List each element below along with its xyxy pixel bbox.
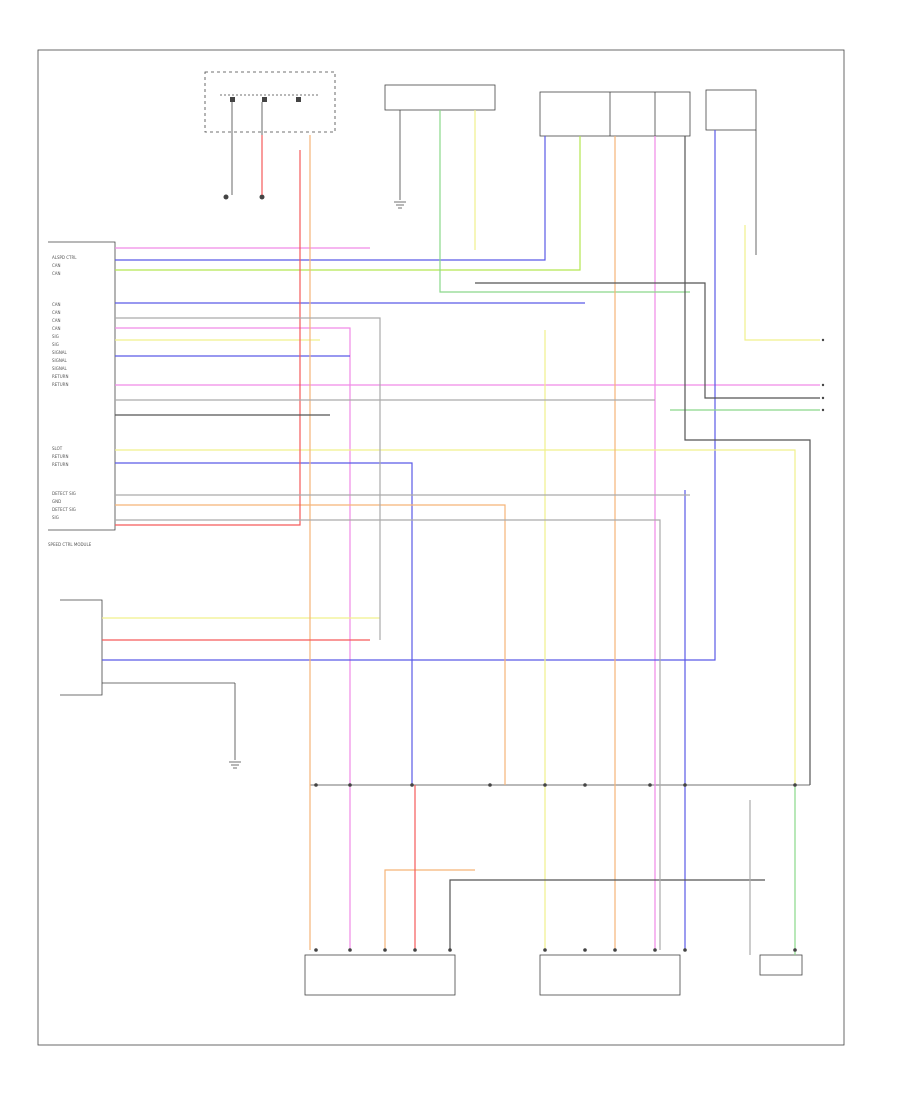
svg-text:CAN: CAN (52, 326, 61, 331)
svg-text:CAN: CAN (52, 302, 61, 307)
diagram-frame (37, 49, 845, 1046)
left-transmitter (304, 954, 456, 996)
accel-pedal-sensor (60, 599, 241, 769)
svg-text:SIGNAL: SIGNAL (52, 358, 68, 363)
svg-text:SIGNAL: SIGNAL (52, 350, 68, 355)
left-rear-actuator (539, 91, 691, 137)
module: ALSPD CTRL CAN CAN CAN CAN CAN CAN SIG S… (48, 241, 116, 547)
svg-text:SIG: SIG (52, 342, 59, 347)
svg-text:SIG: SIG (52, 334, 59, 339)
svg-text:RETURN: RETURN (52, 374, 68, 379)
svg-text:SPEED CTRL MODULE: SPEED CTRL MODULE (48, 542, 92, 547)
right-sensor (759, 954, 803, 976)
connector-points (314, 783, 797, 787)
wires (102, 110, 820, 955)
svg-text:RETURN: RETURN (52, 462, 68, 467)
svg-text:CAN: CAN (52, 318, 61, 323)
svg-text:RETURN: RETURN (52, 454, 68, 459)
svg-text:DETECT SIG: DETECT SIG (52, 491, 76, 496)
svg-text:CAN: CAN (52, 310, 61, 315)
right-rear-actuator (705, 89, 757, 255)
svg-text:SLOT: SLOT (52, 446, 63, 451)
svg-text:GND: GND (52, 499, 61, 504)
ignition-switch (204, 71, 336, 200)
terminal-points (314, 948, 797, 952)
svg-text:CAN: CAN (52, 271, 61, 276)
svg-text:SIGNAL: SIGNAL (52, 366, 68, 371)
svg-text:CAN: CAN (52, 263, 61, 268)
svg-text:SIG: SIG (52, 515, 59, 520)
center-sensor (539, 954, 681, 996)
svg-text:DETECT SIG: DETECT SIG (52, 507, 76, 512)
page-continuation-markers (821, 338, 825, 412)
svg-text:ALSPD CTRL: ALSPD CTRL (52, 255, 77, 260)
svg-text:RETURN: RETURN (52, 382, 68, 387)
